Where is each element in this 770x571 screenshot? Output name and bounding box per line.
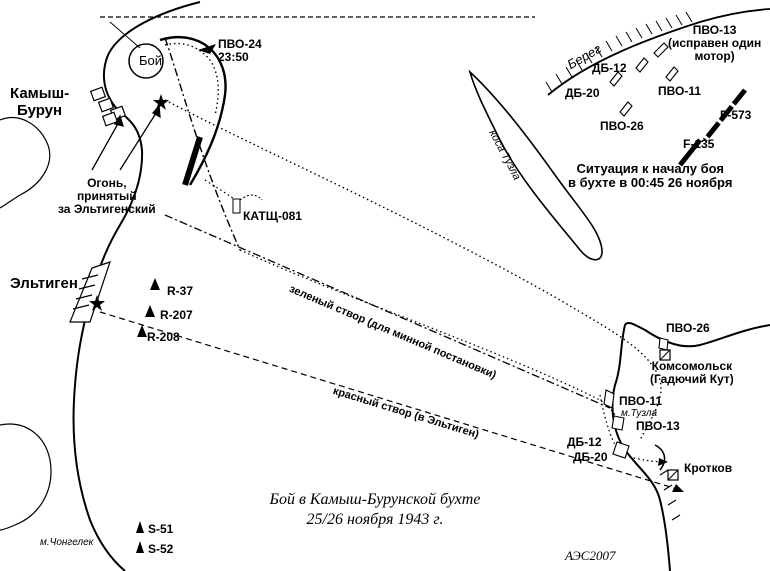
label-s51: S-51 (148, 522, 174, 536)
label-r207: R-207 (160, 308, 193, 322)
label-pvo13: ПВО-13 (636, 419, 680, 433)
west-coastline (72, 1, 201, 571)
route-dotted-tuzla (239, 249, 621, 431)
label-m-tuzla: м.Тузла (621, 408, 658, 419)
inset-shore-hatching (545, 11, 693, 93)
green-stvor-line (164, 214, 611, 409)
star-eltigen (89, 295, 105, 311)
r-boats (137, 278, 160, 337)
route-dotted-east (164, 99, 662, 441)
label-db20: ДБ-20 (573, 450, 608, 464)
battle-arrow (109, 21, 141, 49)
label-eltigen: Эльтиген (10, 275, 78, 292)
caption-line1: Бой в Камыш-Бурунской бухте (269, 491, 481, 508)
east-coastline (611, 321, 770, 571)
label-komsomolsk: Комсомольск(Гадючий Кут) (650, 359, 734, 387)
inset-barge-f573 (703, 88, 747, 142)
label-katsch-081: КАТЩ-081 (243, 209, 302, 223)
kamysh-burun-piers (89, 86, 127, 127)
east-coast-shading (659, 469, 681, 521)
red-stvor-line (99, 311, 681, 491)
map-caption: Бой в Камыш-Бурунской бухте 25/26 ноября… (250, 490, 500, 530)
label-m-chongelek: м.Чонгелек (40, 537, 94, 548)
pvo-24-boat (198, 44, 216, 54)
barge-bar-bay-1 (182, 136, 203, 186)
label-pvo11: ПВО-11 (619, 394, 663, 408)
label-s52: S-52 (148, 542, 174, 556)
lake-south (0, 423, 52, 531)
route-loop-track (159, 35, 227, 186)
red-stvor-arrow (672, 484, 684, 492)
battle-circle (128, 43, 164, 79)
label-boi: Бой (139, 53, 163, 68)
kosa-tuzla-spit (468, 69, 603, 261)
inset-label-db20: ДБ-20 (565, 86, 600, 100)
route-dotted-loop (164, 42, 219, 116)
inset-label-f135: F-135 (683, 137, 715, 151)
inset-label-pvo11: ПВО-11 (658, 84, 702, 98)
lake-kamysh-burun (0, 117, 51, 209)
eltigen-piers (69, 261, 111, 323)
label-r37: R-37 (167, 284, 194, 298)
author-signature: АЭС2007 (565, 548, 616, 563)
star-kamysh-burun (153, 94, 169, 110)
katsch-081-boat (232, 194, 263, 214)
label-db12: ДБ-12 (567, 435, 602, 449)
inset-label-db12: ДБ-12 (592, 61, 627, 75)
label-kamysh-burun: Камыш-Бурун (10, 85, 70, 119)
fire-arrows (91, 104, 161, 171)
label-pvo26: ПВО-26 (666, 321, 710, 335)
inset-barge-f135 (678, 138, 702, 167)
tuzla-boats (603, 337, 669, 459)
route-dashdot (164, 37, 241, 251)
inset-label-f573: F-573 (720, 108, 752, 122)
inset-boats (609, 42, 679, 117)
tuzla-cape (654, 444, 666, 471)
inset-label-pvo26: ПВО-26 (600, 119, 644, 133)
caption-line2: 25/26 ноября 1943 г. (306, 511, 444, 528)
label-krotkov: Кротков (684, 461, 733, 475)
s-boats (136, 521, 144, 553)
inset-shore (547, 8, 770, 96)
label-r208: R-208 (147, 330, 180, 344)
